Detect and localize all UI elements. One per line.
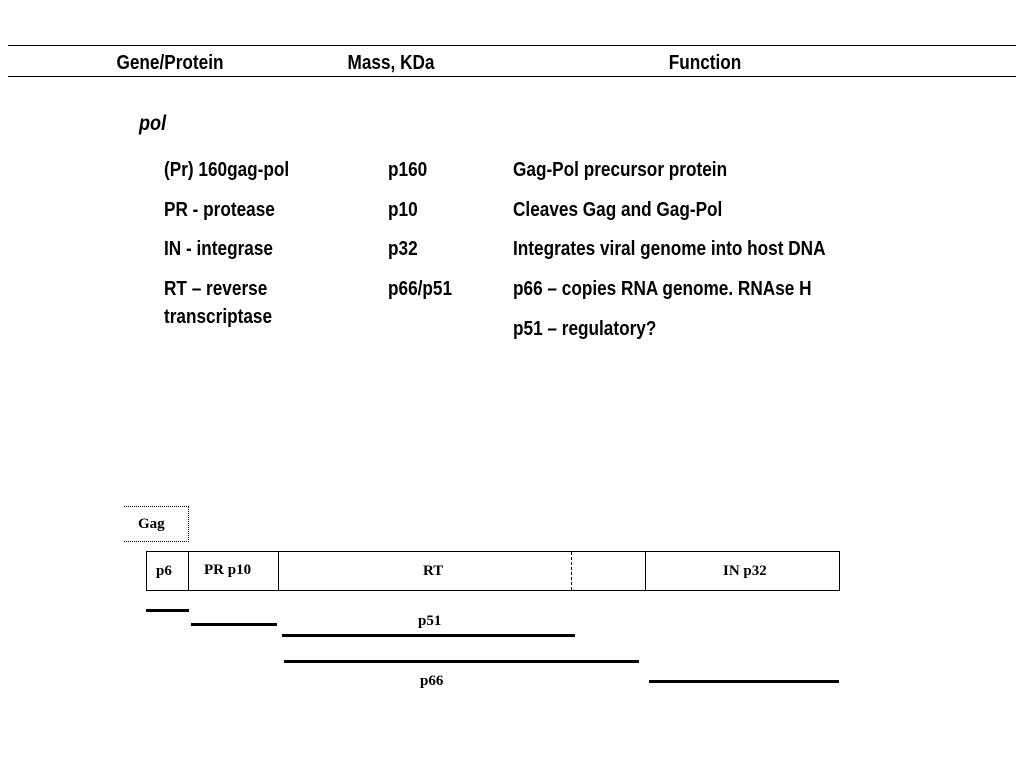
row-3-gene: IN - integrase — [164, 238, 273, 260]
in-product-bar — [649, 680, 839, 683]
pol-genome-map: p6 PR p10 RT IN p32 — [146, 551, 840, 591]
row-4-gene-line2: transcriptase — [164, 306, 273, 328]
segment-divider-rt-in — [645, 552, 646, 590]
header-bottom-rule — [8, 76, 1016, 77]
p51-label: p51 — [418, 613, 442, 629]
header-gene-protein: Gene/Protein — [116, 52, 224, 74]
row-4-function-line2: p51 – regulatory? — [513, 318, 657, 340]
row-3-mass: p32 — [388, 238, 418, 260]
row-1-mass: p160 — [388, 159, 428, 181]
segment-divider-p6-pr — [188, 552, 189, 590]
section-label-pol: pol — [139, 112, 167, 135]
p6-product-bar — [146, 609, 189, 612]
gag-label: Gag — [138, 516, 165, 532]
row-4-gene-line1: RT – reverse — [164, 278, 268, 300]
segment-in-label: IN p32 — [723, 563, 767, 579]
row-2-mass: p10 — [388, 199, 418, 221]
row-1-function: Gag-Pol precursor protein — [513, 159, 728, 181]
p51-bar — [282, 634, 575, 637]
p66-label: p66 — [420, 673, 444, 689]
row-2-function: Cleaves Gag and Gag-Pol — [513, 199, 723, 221]
segment-rt-label: RT — [423, 563, 444, 579]
row-4-function-line1: p66 – copies RNA genome. RNAse H — [513, 278, 812, 300]
gag-box: Gag — [124, 506, 189, 542]
pr-product-bar — [191, 623, 277, 626]
segment-divider-pr-rt — [278, 552, 279, 590]
p66-bar — [284, 660, 639, 663]
segment-p6-label: p6 — [156, 563, 172, 579]
row-3-function: Integrates viral genome into host DNA — [513, 238, 826, 260]
header-function: Function — [668, 52, 742, 74]
header-top-rule — [8, 45, 1016, 46]
row-2-gene: PR - protease — [164, 199, 275, 221]
segment-pr-label: PR p10 — [204, 562, 252, 578]
row-1-gene: (Pr) 160gag-pol — [164, 159, 290, 181]
row-4-mass: p66/p51 — [388, 278, 453, 300]
segment-divider-rnase-dashed — [571, 552, 572, 590]
header-mass: Mass, KDa — [347, 52, 435, 74]
